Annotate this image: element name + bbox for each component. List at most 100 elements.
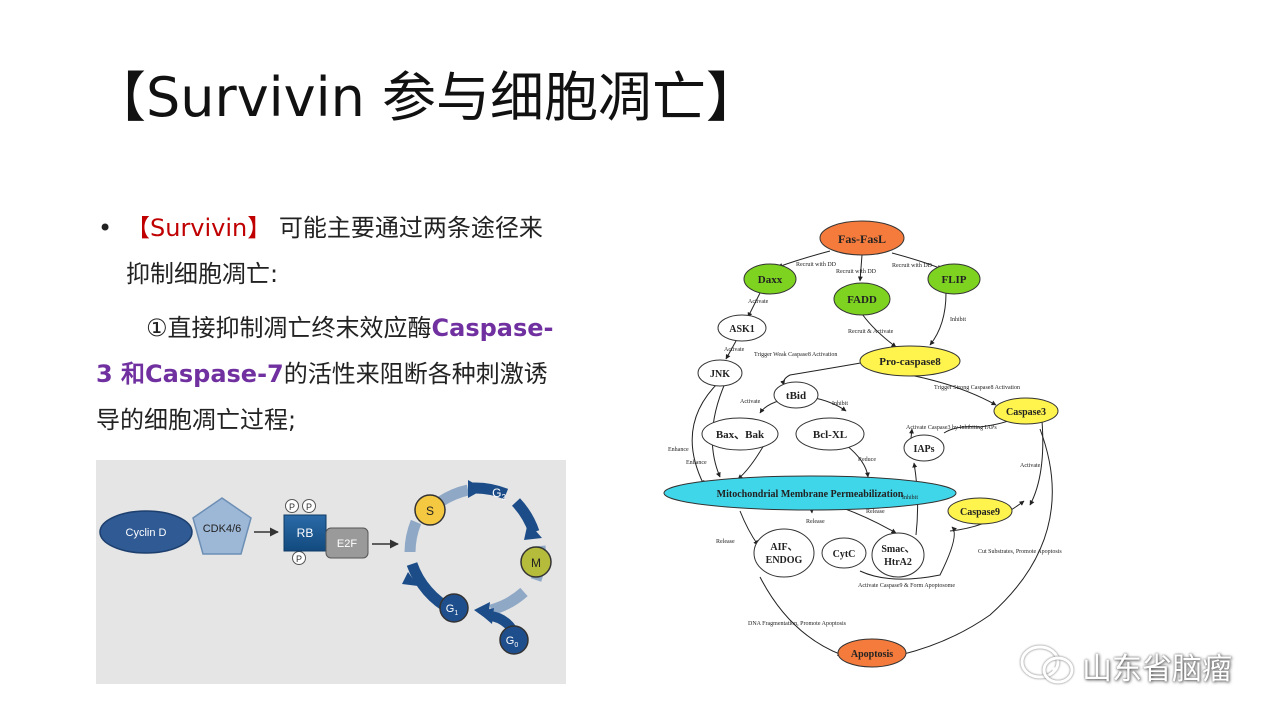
m-label: M — [531, 556, 541, 570]
pathway-edges — [691, 250, 1053, 657]
svg-text:G1: G1 — [446, 603, 459, 617]
para2-text-2: 的活性来阻断各种刺激诱 — [283, 360, 548, 388]
lbl-release-2: Release — [806, 519, 825, 525]
paragraph-2: ①直接抑制凋亡终末效应酶Caspase- 3 和Caspase-7的活性来阻断各… — [96, 305, 576, 443]
node-fas: Fas-FasL — [819, 220, 905, 256]
lbl-inhibit-3: Inhibit — [902, 495, 918, 501]
edge-labels: Recruit with DD Recruit with DD Recruit … — [668, 262, 1062, 627]
label-bclxl: Bcl-XL — [813, 429, 847, 441]
caspase-term-2: 3 和Caspase-7 — [96, 360, 284, 388]
lbl-dna-frag: DNA Fragmentation, Promote Apoptosis — [748, 621, 847, 627]
lbl-activate-2: Activate — [724, 347, 745, 353]
node-flip: FLIP — [927, 263, 981, 295]
node-apoptosis: Apoptosis — [837, 638, 907, 668]
node-procasp8: Pro-caspase8 — [859, 345, 961, 377]
lbl-activate-3: Activate — [740, 399, 761, 405]
g0-arrowhead — [478, 608, 494, 624]
page-title: 【Survivin 参与细胞凋亡】 — [92, 66, 761, 129]
phase-g1: G1 — [439, 593, 469, 623]
lbl-inhibit-1: Inhibit — [950, 317, 966, 323]
cell-cycle-diagram: Cyclin D CDK4/6 P P P RB E2F — [96, 460, 566, 684]
lbl-cut-substrates: Cut Substrates, Promote Apoptosis — [978, 549, 1062, 555]
label-jnk: JNK — [710, 369, 730, 380]
label-htra2: HtrA2 — [884, 557, 912, 568]
label-fadd: FADD — [847, 294, 877, 306]
label-aif: AIF、 — [770, 542, 797, 553]
node-fadd: FADD — [833, 282, 891, 316]
lbl-release-3: Release — [716, 539, 735, 545]
lbl-recruit-activate: Recruit & Activate — [848, 329, 894, 335]
node-bclxl: Bcl-XL — [795, 417, 865, 451]
node-caspase3: Caspase3 — [993, 397, 1059, 425]
lbl-reduce: Reduce — [858, 457, 876, 463]
lbl-release-1: Release — [866, 509, 885, 515]
bullet-line1: 可能主要通过两条途径来 — [271, 214, 543, 242]
rb-node: RB — [283, 514, 327, 552]
apoptosis-pathway-diagram: Fas-FasL Daxx FADD FLIP ASK1 Pro-caspase… — [660, 215, 1100, 675]
g2-sub: 2 — [501, 493, 506, 502]
svg-text:G0: G0 — [506, 635, 519, 649]
g0-label: G — [506, 635, 515, 647]
watermark-text: 山东省脑瘤 — [1082, 652, 1232, 687]
node-iaps: IAPs — [903, 434, 945, 462]
lbl-trigger-weak: Trigger Weak Caspase8 Activation — [754, 352, 837, 358]
node-daxx: Daxx — [743, 263, 797, 295]
node-mmp: Mitochondrial Membrane Permeabilization — [663, 475, 957, 511]
node-smac: Smac、 HtrA2 — [871, 532, 925, 578]
phase-s: S — [414, 494, 446, 526]
p-label-1: P — [289, 502, 295, 512]
bullet-dot: • — [98, 214, 113, 242]
lbl-recruit-dd-1: Recruit with DD — [796, 262, 837, 268]
lbl-activate-4: Activate — [1020, 463, 1041, 469]
lbl-trigger-strong: Trigger Strong Caspase8 Activation — [934, 385, 1020, 391]
phase-g0: G0 — [499, 625, 529, 655]
lbl-inhibit-2: Inhibit — [832, 401, 848, 407]
para2-text-1: ①直接抑制凋亡终末效应酶 — [146, 314, 432, 342]
g1-sub: 1 — [454, 610, 458, 617]
node-cytc: CytC — [821, 537, 867, 569]
phase-m: M — [520, 546, 552, 578]
label-caspase9: Caspase9 — [960, 507, 1000, 518]
label-smac: Smac、 — [881, 544, 914, 555]
label-procasp8: Pro-caspase8 — [879, 356, 941, 368]
wechat-icon — [1020, 645, 1074, 684]
watermark: 山东省脑瘤 — [1016, 640, 1256, 688]
label-caspase3: Caspase3 — [1006, 407, 1046, 418]
node-jnk: JNK — [697, 359, 743, 387]
node-ask1: ASK1 — [717, 314, 767, 342]
label-cytc: CytC — [833, 549, 856, 560]
bullet-block: • 【Survivin】 可能主要通过两条途径来 抑制细胞凋亡: ①直接抑制凋亡… — [96, 205, 576, 443]
label-baxbak: Bax、Bak — [716, 429, 765, 441]
rb-label: RB — [297, 526, 314, 540]
node-aif: AIF、 ENDOG — [753, 528, 815, 578]
label-tbid: tBid — [786, 390, 806, 402]
node-baxbak: Bax、Bak — [701, 417, 779, 451]
lbl-activate-casp9: Activate Caspase9 & Form Apoptosome — [858, 583, 955, 589]
label-ask1: ASK1 — [729, 324, 755, 335]
label-mmp: Mitochondrial Membrane Permeabilization — [717, 489, 904, 500]
lbl-activate-1: Activate — [748, 299, 769, 305]
cyclin-label: Cyclin D — [126, 527, 167, 539]
g2-label: G — [492, 486, 501, 500]
lbl-enhance-1: Enhance — [668, 447, 689, 453]
label-flip: FLIP — [941, 274, 966, 286]
cyclin-d-node: Cyclin D — [99, 510, 193, 554]
node-tbid: tBid — [773, 381, 819, 409]
s-label: S — [426, 504, 434, 518]
g1-label: G — [446, 603, 455, 615]
para2-line3: 导的细胞凋亡过程; — [96, 406, 297, 434]
lbl-recruit-dd-3: Recruit with DD — [892, 263, 933, 269]
bullet-line2: 抑制细胞凋亡: — [126, 260, 279, 288]
label-endog: ENDOG — [766, 555, 803, 566]
label-fas: Fas-FasL — [838, 232, 886, 246]
label-apoptosis: Apoptosis — [851, 649, 893, 660]
caspase-term-1: Caspase- — [431, 314, 554, 342]
p-label-3: P — [296, 554, 302, 564]
para2-line1: ①直接抑制凋亡终末效应酶Caspase- — [96, 305, 576, 351]
lbl-activate-casp3: Activate Caspase3 by Inhibiting IAPs — [906, 425, 997, 431]
g0-sub: 0 — [514, 642, 518, 649]
survivin-term: 【Survivin】 — [126, 214, 272, 242]
svg-text:G2: G2 — [492, 486, 506, 502]
para2-line2: 3 和Caspase-7的活性来阻断各种刺激诱 — [96, 351, 576, 397]
p-label-2: P — [306, 502, 312, 512]
